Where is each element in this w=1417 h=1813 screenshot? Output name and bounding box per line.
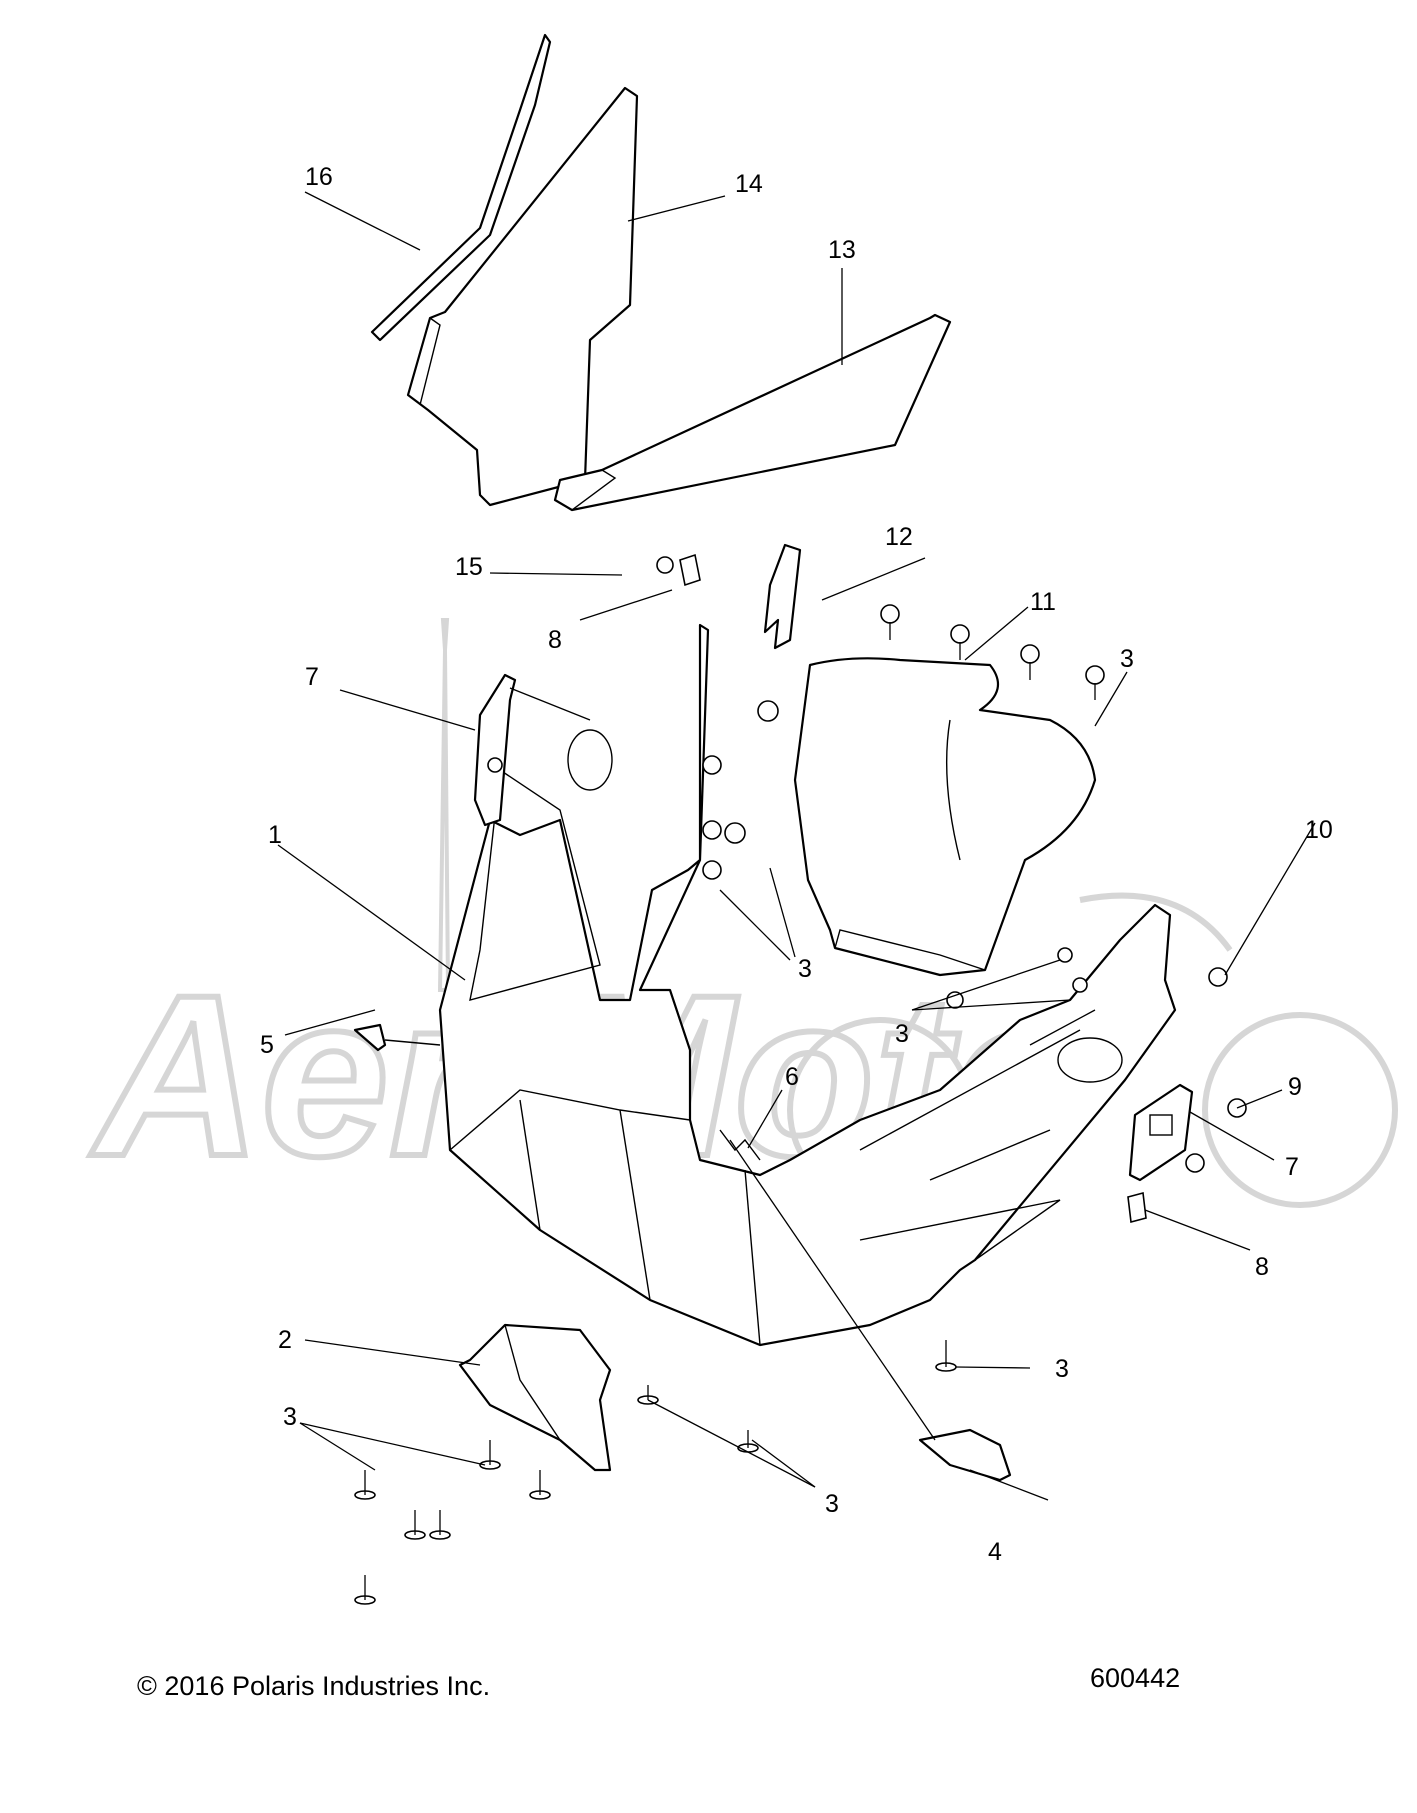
fasteners [354,553,1247,1605]
callout-10: 11 [1030,588,1056,616]
part-16-strip [370,33,552,342]
callout-8-right: 8 [1255,1253,1269,1281]
part-7-bracket-right [1128,1083,1194,1182]
part-13-panel [553,313,952,512]
callout-8-top: 8 [548,626,562,654]
part-12-piece [763,543,802,650]
callout-15: 15 [455,553,483,581]
part-1-body [438,623,1177,1347]
callout-labels: 16 14 13 12 15 8 11 3 7 10 1 3 3 5 6 9 7… [260,163,1333,1566]
callout-6: 6 [785,1063,799,1091]
callout-2: 2 [278,1326,292,1354]
callout-3-bottom-center: 3 [825,1490,839,1518]
callout-11: 10 [1305,816,1333,844]
callout-16: 16 [305,163,333,191]
callout-14: 14 [735,170,763,198]
callout-3-bottom-right: 3 [1055,1355,1069,1383]
leader-lines [277,191,1316,1501]
part-4-bracket [353,1023,441,1052]
copyright-text: © 2016 Polaris Industries Inc. [137,1671,490,1701]
diagram-number: 600442 [1090,1663,1180,1693]
callout-7-left: 7 [305,663,319,691]
callout-7-right: 7 [1285,1153,1299,1181]
callout-3-center: 3 [798,955,812,983]
callout-3-top-right: 3 [1120,645,1134,673]
part-5-plate [918,1428,1012,1482]
part-10-cover [793,657,1097,977]
callout-3-center-right: 3 [895,1020,909,1048]
callout-1: 1 [268,821,282,849]
callout-3-bottom-left: 3 [283,1403,297,1431]
callout-12: 12 [885,523,913,551]
callout-5: 4 [988,1538,1002,1566]
part-7-bracket-left [473,673,517,827]
callout-13: 13 [828,236,856,264]
part-14-panel [406,86,639,507]
part-2-plate [458,1323,612,1472]
callout-4: 5 [260,1031,274,1059]
callout-9: 9 [1288,1073,1302,1101]
part-6-clip [719,1129,761,1161]
